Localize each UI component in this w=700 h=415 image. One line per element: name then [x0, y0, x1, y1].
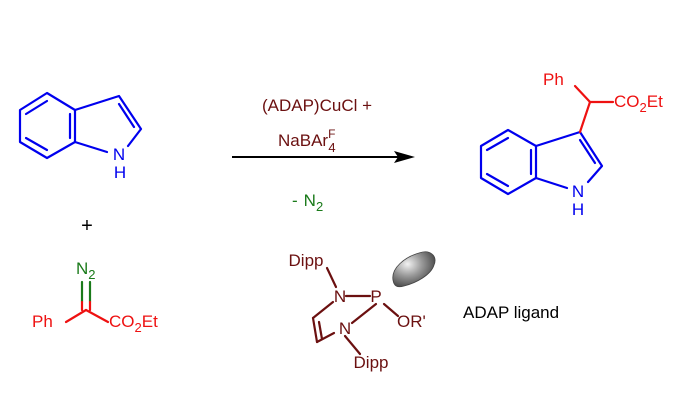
ligand-p-or-bond: [382, 302, 400, 318]
reaction-arrow: [232, 151, 415, 163]
product-ester-label: CO2Et: [614, 92, 663, 115]
product-indole: [479, 128, 604, 196]
ligand-dipp-bottom: Dipp: [354, 353, 389, 372]
diazo-ph-label: Ph: [32, 312, 53, 331]
indole-pyrrole-ring: [73, 94, 143, 148]
condition-byproduct: -N2: [292, 191, 323, 214]
product-n-label: N: [572, 182, 584, 201]
ligand-ch-ch-bond: [311, 316, 319, 344]
ligand-ch-ch-double: [317, 320, 324, 341]
product-ph-bond: [573, 84, 592, 104]
ligand-ch-n2-bond: [315, 331, 336, 344]
diazo-ph-bond: [64, 308, 88, 324]
indole-benzene-ring: [18, 91, 77, 160]
diazo-reactant: [64, 280, 110, 324]
product-pyrrole-ring: [534, 130, 604, 184]
ligand-caption: ADAP ligand: [463, 303, 559, 322]
ligand-n1-label: N: [334, 287, 346, 306]
ligand-dipp-bond-top: [325, 266, 338, 289]
ligand-n2-label: N: [339, 319, 351, 338]
product-double-bond: [578, 138, 597, 165]
product-benzene-ring: [479, 128, 538, 196]
product-h-label: H: [572, 200, 584, 219]
product-c3-bond: [578, 100, 592, 134]
plus-sign: +: [81, 215, 93, 237]
indole-h-label: H: [114, 163, 126, 182]
condition-catalyst: (ADAP)CuCl +: [262, 96, 372, 115]
ligand-n1-ch-bond: [311, 300, 335, 320]
diazo-ester-bond: [84, 308, 110, 324]
diazo-n2-label: N2: [76, 259, 96, 282]
indole-reactant: [18, 91, 143, 160]
product-side-chain: [573, 84, 615, 134]
product-ph-label: Ph: [543, 70, 564, 89]
indole-n-label: N: [113, 145, 125, 164]
indole-double-bond: [117, 102, 136, 129]
ligand-dipp-bond-bottom: [343, 334, 362, 356]
indole-double-bond: [24, 99, 49, 116]
indole-double-bond: [24, 136, 49, 152]
product-pyrrole-bond: [534, 176, 569, 190]
ligand-dipp-top: Dipp: [289, 251, 324, 270]
product-double-bond: [485, 136, 510, 152]
reaction-arrow-head: [394, 151, 415, 163]
ligand-or-label: OR': [397, 312, 426, 331]
adap-ligand-structure: [311, 266, 400, 356]
ligand-p-n2-bond: [350, 302, 378, 325]
diazo-ester-label: CO2Et: [109, 312, 158, 335]
product-double-bond: [485, 172, 510, 188]
ligand-p-label: P: [370, 287, 381, 306]
steric-bulk-shape: [392, 251, 436, 288]
indole-pyrrole-bond: [73, 140, 109, 154]
